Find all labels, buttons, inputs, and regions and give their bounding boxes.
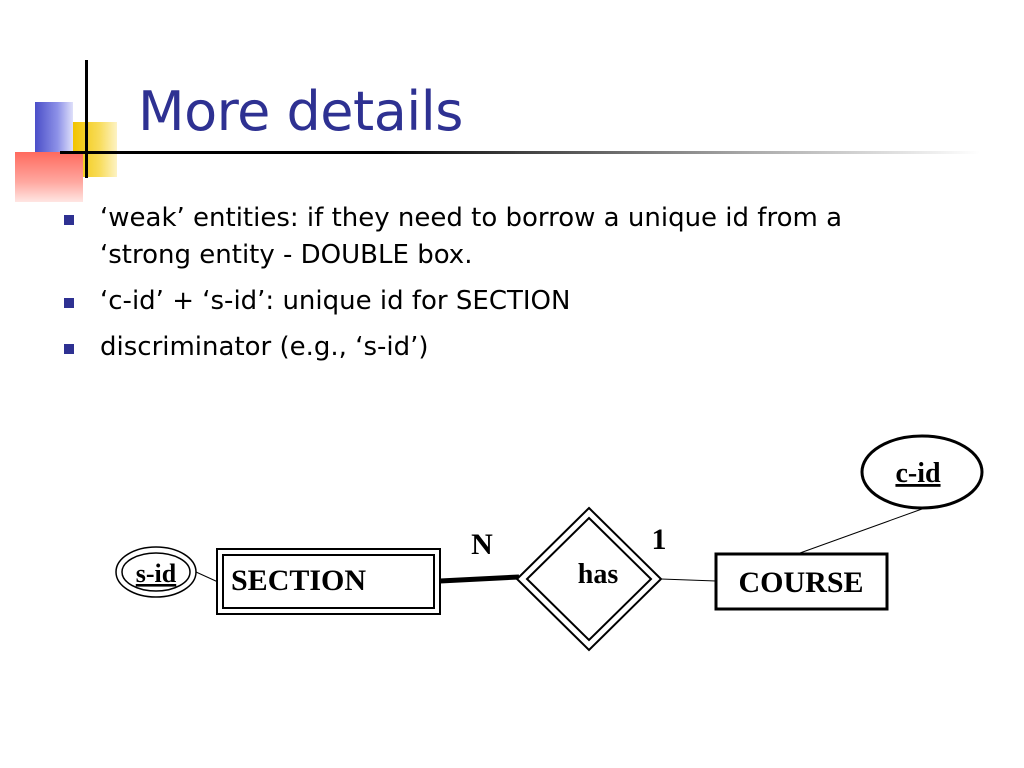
strong-entity-course: COURSE [714, 552, 889, 611]
key-attribute-label: c-id [895, 458, 941, 489]
relationship-diamond-outer [515, 506, 663, 652]
weak-entity-section: SECTION [216, 548, 441, 615]
bullet-text: ‘weak’ entities: if they need to borrow … [100, 203, 843, 270]
identifying-relationship: has [515, 506, 663, 652]
cardinality-1: 1 [652, 523, 667, 556]
decor-vertical-line [85, 60, 88, 178]
slide-title: More details [138, 80, 463, 143]
total-participation-line [439, 574, 520, 584]
decor-red-square [15, 152, 83, 202]
weak-entity-label: SECTION [231, 564, 366, 597]
square-bullet-icon [64, 215, 74, 225]
attribute-ellipse-inner [121, 552, 191, 592]
square-bullet-icon [64, 298, 74, 308]
relationship-label: has [578, 559, 619, 590]
square-bullet-icon [64, 344, 74, 354]
bullet-list: ‘weak’ entities: if they need to borrow … [62, 200, 922, 375]
entity-box-outer [216, 548, 441, 615]
key-attribute: c-id [860, 434, 984, 510]
title-underline [60, 151, 980, 154]
bullet-text: discriminator (e.g., ‘s-id’) [100, 332, 429, 362]
bullet-item: ‘c-id’ + ‘s-id’: unique id for SECTION [62, 283, 922, 320]
key-attribute-connector [799, 508, 923, 554]
bullet-item: ‘weak’ entities: if they need to borrow … [62, 200, 922, 274]
partial-key-label: s-id [136, 559, 177, 588]
strong-entity-label: COURSE [738, 566, 863, 599]
relationship-diamond-inner [525, 516, 653, 642]
relationship-course-connector [660, 578, 717, 582]
entity-box [714, 552, 889, 611]
cardinality-n: N [471, 528, 493, 561]
partial-key-attribute: s-id [115, 546, 197, 598]
bullet-item: discriminator (e.g., ‘s-id’) [62, 329, 922, 366]
attribute-ellipse [860, 434, 984, 510]
bullet-text: ‘c-id’ + ‘s-id’: unique id for SECTION [100, 286, 571, 316]
partial-key-connector [195, 571, 219, 583]
decor-blue-square [35, 102, 73, 152]
attribute-ellipse-outer [115, 546, 197, 598]
entity-box-inner [222, 554, 435, 609]
